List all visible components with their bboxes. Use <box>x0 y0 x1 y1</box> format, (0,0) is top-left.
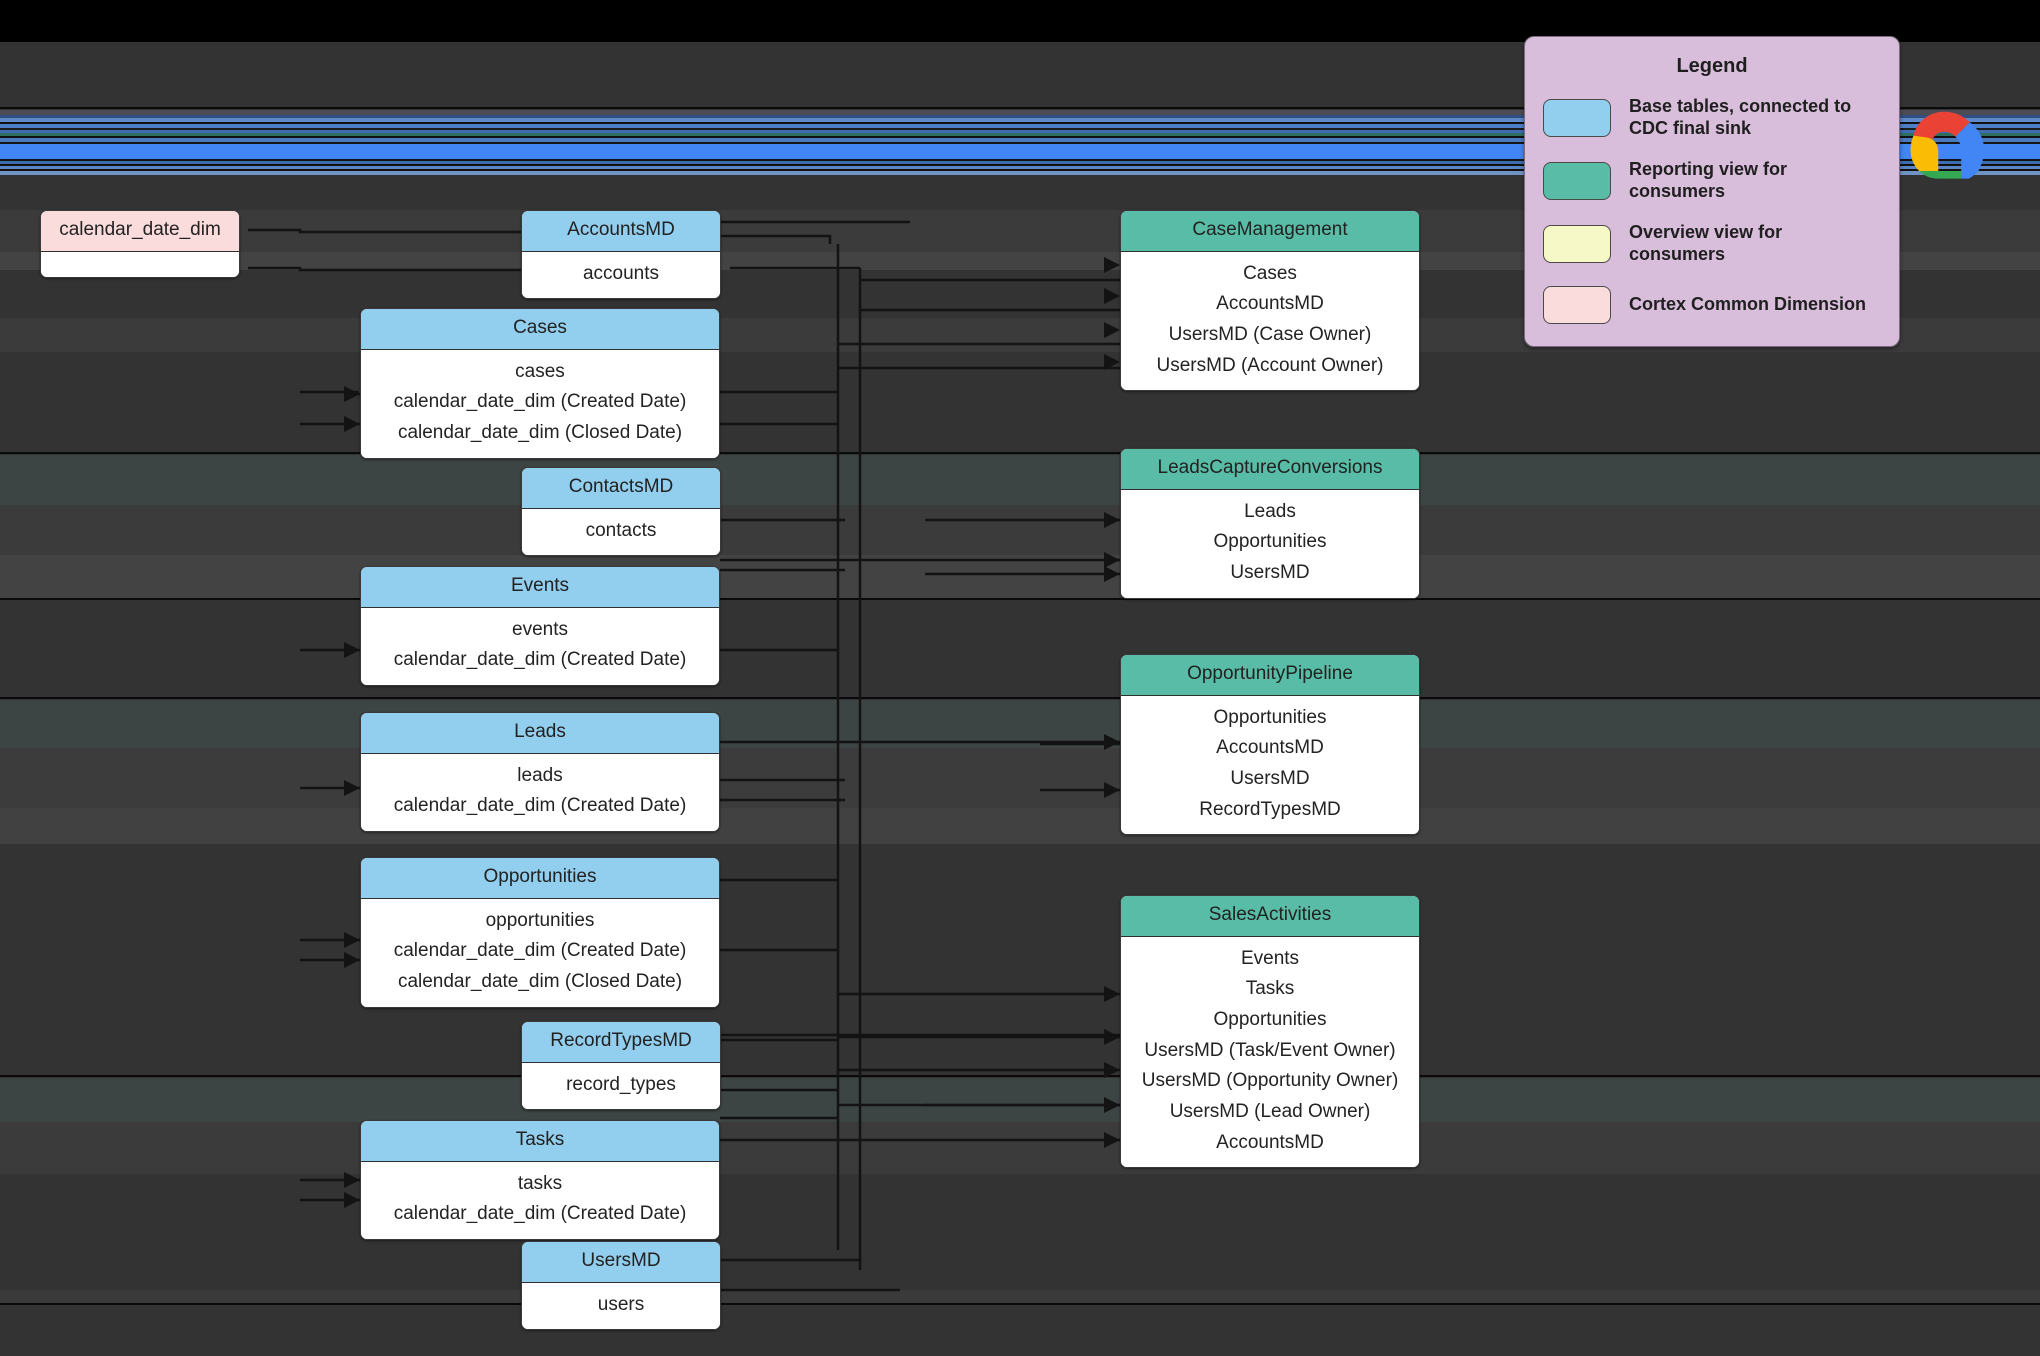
node-body: accounts <box>522 251 720 299</box>
node-title: LeadsCaptureConversions <box>1121 449 1419 490</box>
node-contacts-md[interactable]: ContactsMD contacts <box>521 467 721 557</box>
node-sales-activities[interactable]: SalesActivities Events Tasks Opportuniti… <box>1120 895 1420 1169</box>
node-users-md[interactable]: UsersMD users <box>521 1241 721 1331</box>
node-title: CaseManagement <box>1121 211 1419 252</box>
node-row: contacts <box>585 519 657 541</box>
node-leads[interactable]: Leads leads calendar_date_dim (Created D… <box>360 712 720 832</box>
node-title: Tasks <box>361 1121 719 1162</box>
node-row: calendar_date_dim (Closed Date) <box>397 421 683 443</box>
node-row: AccountsMD <box>1216 737 1324 759</box>
node-row: Tasks <box>1245 978 1295 1000</box>
node-row: accounts <box>582 262 660 284</box>
node-row: calendar_date_dim (Created Date) <box>393 795 687 817</box>
node-title: SalesActivities <box>1121 896 1419 937</box>
node-row: Opportunities <box>1213 1008 1327 1030</box>
node-body: record_types <box>522 1062 720 1110</box>
node-row: UsersMD (Case Owner) <box>1168 323 1372 345</box>
node-body: Opportunities AccountsMD UsersMD RecordT… <box>1121 695 1419 835</box>
node-row: AccountsMD <box>1216 293 1324 315</box>
node-tasks[interactable]: Tasks tasks calendar_date_dim (Created D… <box>360 1120 720 1240</box>
node-row: UsersMD (Opportunity Owner) <box>1141 1070 1399 1092</box>
node-row: users <box>597 1293 645 1315</box>
node-title: Leads <box>361 713 719 754</box>
node-row: calendar_date_dim (Created Date) <box>393 1203 687 1225</box>
node-row: leads <box>517 764 563 786</box>
node-row: calendar_date_dim (Created Date) <box>393 940 687 962</box>
node-body: Cases AccountsMD UsersMD (Case Owner) Us… <box>1121 251 1419 391</box>
node-events[interactable]: Events events calendar_date_dim (Created… <box>360 566 720 686</box>
node-row: UsersMD <box>1230 561 1310 583</box>
node-title: Events <box>361 567 719 608</box>
legend-label: Reporting view for consumers <box>1629 159 1788 201</box>
node-title: ContactsMD <box>522 468 720 509</box>
node-body: cases calendar_date_dim (Created Date) c… <box>361 349 719 458</box>
google-cloud-logo <box>1896 106 1992 192</box>
node-body: events calendar_date_dim (Created Date) <box>361 607 719 685</box>
node-row: calendar_date_dim (Created Date) <box>393 391 687 413</box>
node-row: tasks <box>517 1172 563 1194</box>
node-title: Cases <box>361 309 719 350</box>
node-body: tasks calendar_date_dim (Created Date) <box>361 1161 719 1239</box>
node-record-types-md[interactable]: RecordTypesMD record_types <box>521 1021 721 1111</box>
node-body: contacts <box>522 508 720 556</box>
legend-label: Cortex Common Dimension <box>1629 293 1867 314</box>
node-body: users <box>522 1282 720 1330</box>
node-row: UsersMD <box>1230 767 1310 789</box>
legend-panel: Legend Base tables, connected to CDC fin… <box>1524 36 1900 347</box>
node-row: cases <box>515 360 565 382</box>
legend-item-overview-view: Overview view for consumers <box>1543 222 1881 265</box>
node-row: Opportunities <box>1213 531 1327 553</box>
legend-title: Legend <box>1676 55 1748 77</box>
node-row: events <box>512 618 568 640</box>
node-row: Cases <box>1243 262 1297 284</box>
node-row: calendar_date_dim (Closed Date) <box>397 970 683 992</box>
node-row: UsersMD (Lead Owner) <box>1169 1100 1371 1122</box>
legend-swatch-cortex-dimension <box>1543 285 1611 324</box>
legend-label: Overview view for consumers <box>1629 222 1783 264</box>
node-body: Events Tasks Opportunities UsersMD (Task… <box>1121 936 1419 1168</box>
node-row: UsersMD (Account Owner) <box>1156 354 1384 376</box>
node-title: RecordTypesMD <box>522 1022 720 1063</box>
node-row: opportunities <box>485 909 595 931</box>
node-opportunity-pipeline[interactable]: OpportunityPipeline Opportunities Accoun… <box>1120 654 1420 836</box>
node-row: RecordTypesMD <box>1199 798 1341 820</box>
legend-label: Base tables, connected to CDC final sink <box>1629 96 1852 138</box>
node-leads-capture-conversions[interactable]: LeadsCaptureConversions Leads Opportunit… <box>1120 448 1420 599</box>
node-row: AccountsMD <box>1216 1131 1324 1153</box>
node-row: Events <box>1240 947 1300 969</box>
node-case-management[interactable]: CaseManagement Cases AccountsMD UsersMD … <box>1120 210 1420 392</box>
node-accounts-md[interactable]: AccountsMD accounts <box>521 210 721 300</box>
legend-swatch-base-tables <box>1543 98 1611 137</box>
node-body <box>41 251 239 277</box>
legend-item-base-tables: Base tables, connected to CDC final sink <box>1543 96 1881 139</box>
legend-item-cortex-dimension: Cortex Common Dimension <box>1543 285 1881 324</box>
node-title: OpportunityPipeline <box>1121 655 1419 696</box>
node-title: calendar_date_dim <box>41 211 239 252</box>
node-opportunities[interactable]: Opportunities opportunities calendar_dat… <box>360 857 720 1008</box>
node-row: record_types <box>566 1073 676 1095</box>
node-calendar-date-dim[interactable]: calendar_date_dim <box>40 210 240 278</box>
node-row: calendar_date_dim (Created Date) <box>393 649 687 671</box>
node-body: opportunities calendar_date_dim (Created… <box>361 898 719 1007</box>
node-body: Leads Opportunities UsersMD <box>1121 489 1419 598</box>
node-row: Opportunities <box>1213 706 1327 728</box>
node-row: UsersMD (Task/Event Owner) <box>1144 1039 1396 1061</box>
node-body: leads calendar_date_dim (Created Date) <box>361 753 719 831</box>
node-title: AccountsMD <box>522 211 720 252</box>
node-row: Leads <box>1244 500 1296 522</box>
legend-swatch-reporting-view <box>1543 161 1611 200</box>
legend-swatch-overview-view <box>1543 224 1611 263</box>
node-title: Opportunities <box>361 858 719 899</box>
node-cases[interactable]: Cases cases calendar_date_dim (Created D… <box>360 308 720 459</box>
legend-item-reporting-view: Reporting view for consumers <box>1543 159 1881 202</box>
node-title: UsersMD <box>522 1242 720 1283</box>
